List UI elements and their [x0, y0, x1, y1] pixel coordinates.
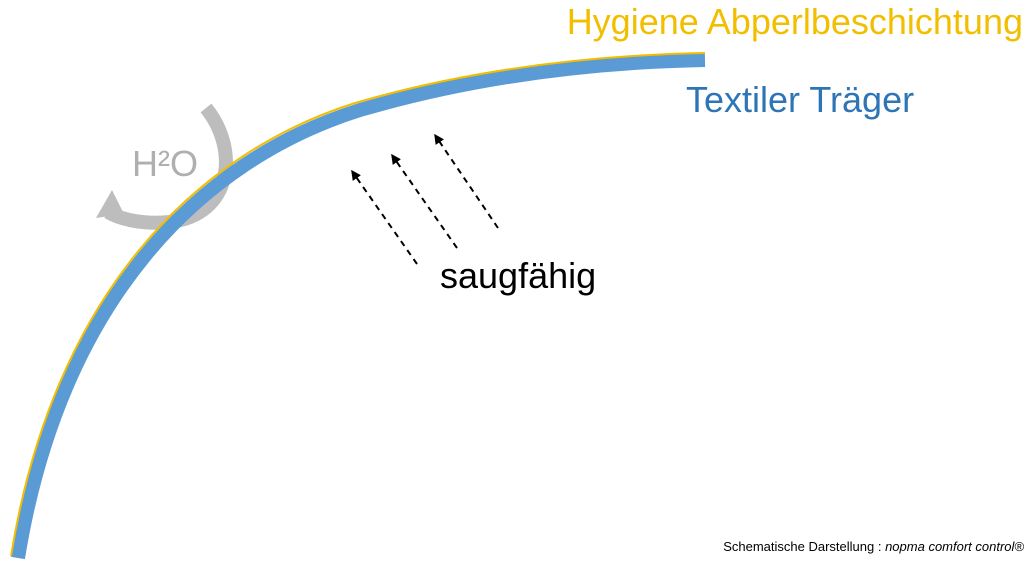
coating-label: Hygiene Abperlbeschichtung — [566, 1, 1023, 42]
textile-carrier-layer — [11, 53, 706, 560]
caption-brand: nopma comfort control® — [885, 539, 1024, 554]
dashed-arrow-icon — [351, 133, 499, 265]
water-label: H²O — [132, 143, 198, 184]
carrier-label: Textiler Träger — [686, 79, 915, 120]
absorbent-label: saugfähig — [440, 255, 597, 296]
caption-prefix: Schematische Darstellung : — [723, 539, 886, 554]
coating-layer — [10, 52, 706, 557]
caption: Schematische Darstellung : nopma comfort… — [723, 540, 1024, 553]
